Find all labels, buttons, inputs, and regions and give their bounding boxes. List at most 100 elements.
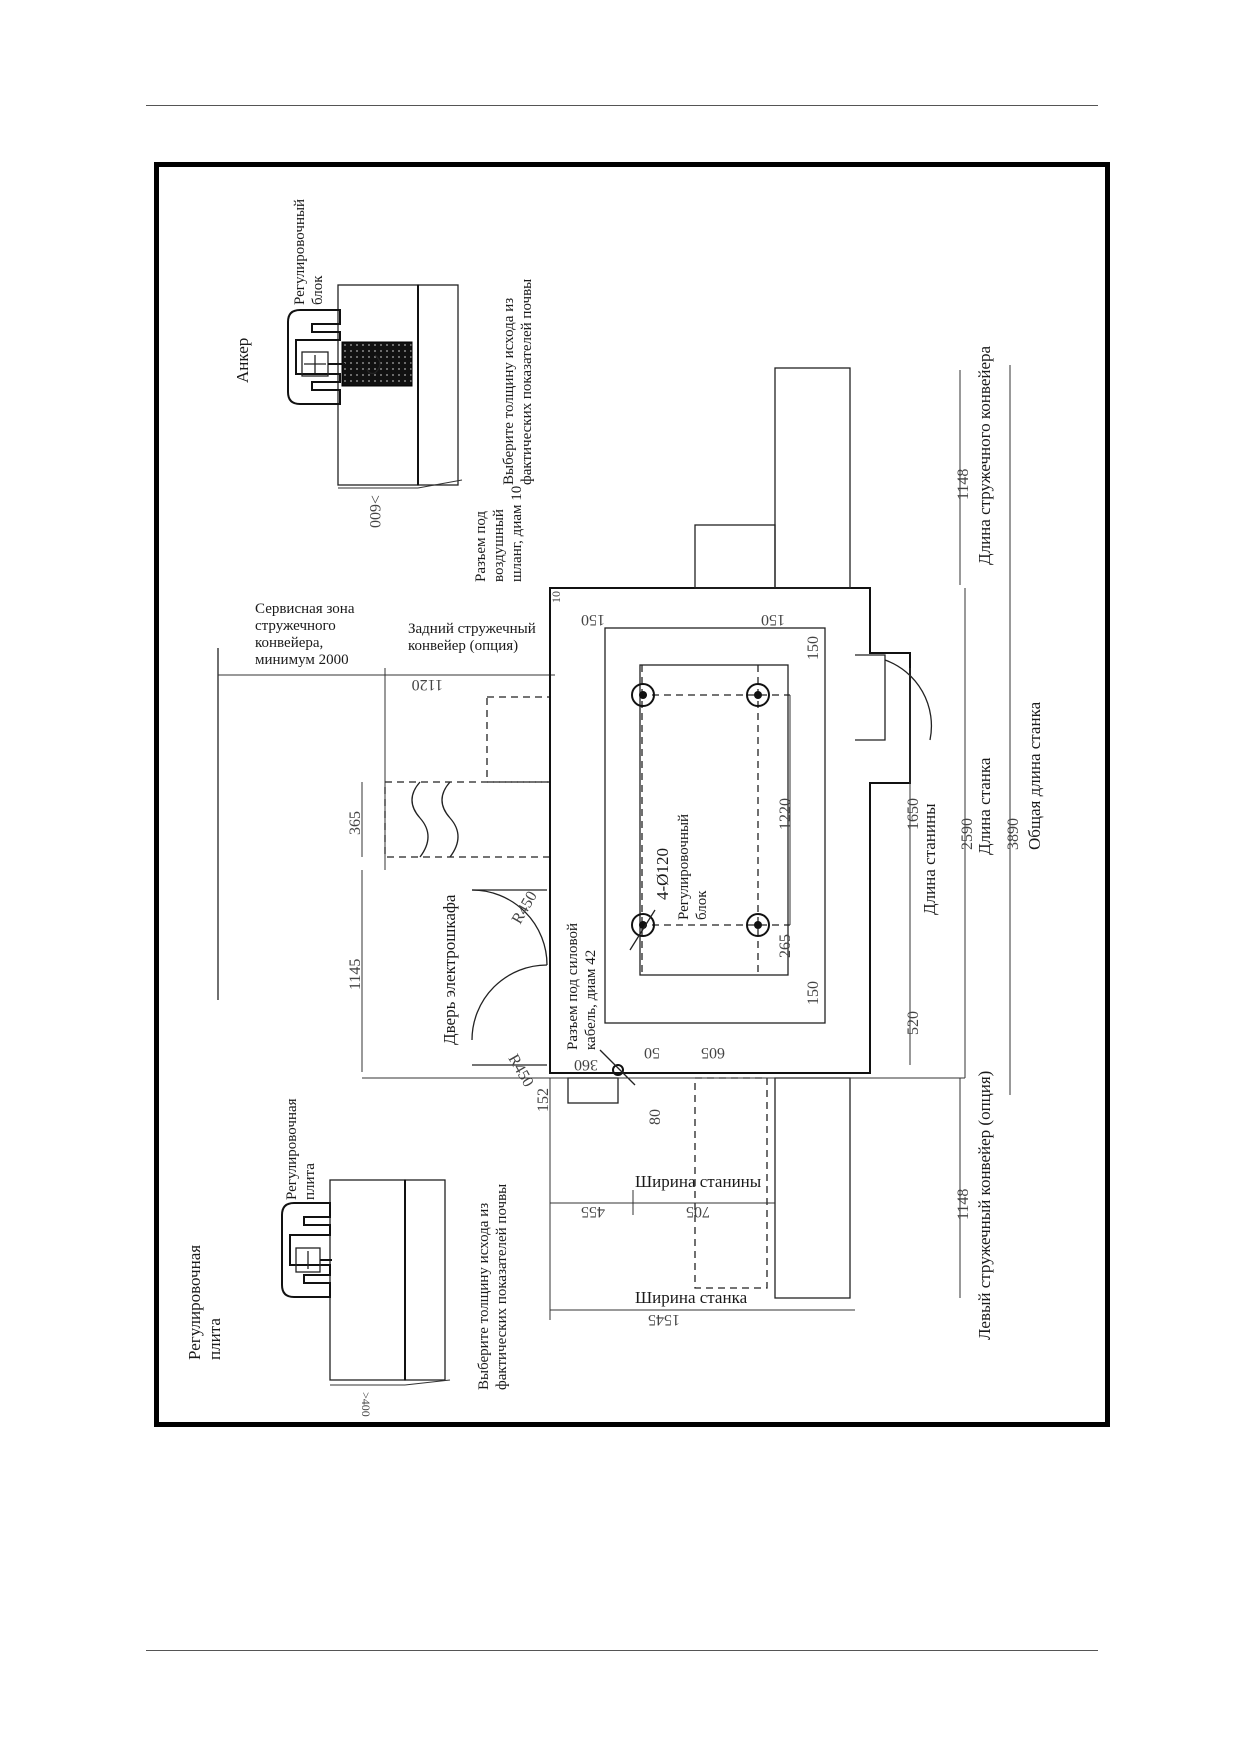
side-door-frame <box>855 654 886 741</box>
anchor-hole <box>631 913 655 937</box>
block-outline <box>639 664 789 976</box>
side-door-arc <box>884 659 933 741</box>
plate-detail <box>281 1179 451 1386</box>
dim-50: 50 <box>644 1044 660 1061</box>
dim-1120: 1120 <box>412 676 443 693</box>
dim-152: 152 <box>535 1088 552 1112</box>
cabinet-door-label: Дверь электрошкафа <box>440 894 459 1045</box>
dim-1148-top: 1148 <box>955 469 972 500</box>
anchor-holes <box>631 683 770 937</box>
adjusting-plate-small-line2: плита <box>302 1163 318 1200</box>
top-conveyor-body <box>774 367 851 589</box>
anchor-hole-center <box>639 691 647 699</box>
holes-label: 4-Ø120 <box>653 848 672 900</box>
anchor-label: Анкер <box>233 338 252 383</box>
conveyor-length-label: Длина стружечного конвейера <box>975 345 994 565</box>
choose-thickness-top-line1: Выберите толщину исхода из <box>501 298 517 485</box>
dim-150-d: 150 <box>805 981 822 1005</box>
service-zone-line2: стружечного <box>255 618 336 634</box>
top-conveyor-hopper <box>694 524 776 589</box>
adjusting-plate-side-label: Регулировочная плита <box>185 1241 224 1360</box>
anchor-hole <box>631 683 655 707</box>
service-zone-label: Сервисная зона стружечного конвейера, ми… <box>255 601 358 668</box>
dim-1650: 1650 <box>905 798 922 830</box>
dim-520: 520 <box>905 1011 922 1035</box>
anchor-hole-center <box>754 691 762 699</box>
adjusting-plate-side-line1: Регулировочная <box>185 1245 204 1360</box>
choose-thickness-bottom-line2: фактических показателей почвы <box>494 1184 510 1390</box>
dim-600: >600 <box>366 495 383 528</box>
dim-1220: 1220 <box>777 798 794 830</box>
dim-150-b: 150 <box>761 611 785 628</box>
dim-r450a: R450 <box>509 888 541 927</box>
dim-365: 365 <box>347 811 364 835</box>
dim-1545: 1545 <box>648 1311 680 1328</box>
power-connector-line2: кабель, диам 42 <box>583 950 599 1050</box>
bed-outline <box>604 627 826 1024</box>
header-rule <box>146 105 1098 106</box>
power-connector-label: Разъем под силовой кабель, диам 42 <box>565 919 599 1050</box>
choose-thickness-top-line2: фактических показателей почвы <box>519 279 535 485</box>
adjusting-plate-small-label: Регулировочная плита <box>284 1095 318 1200</box>
rear-conveyor-label: Задний стружечный конвейер (опция) <box>408 621 540 654</box>
bed-width-label: Ширина станины <box>635 1172 762 1191</box>
power-connector-line1: Разъем под силовой <box>565 923 581 1050</box>
dim-150-a: 150 <box>581 611 605 628</box>
rear-conveyor-line2: конвейер (опция) <box>408 638 518 654</box>
adjusting-block-top-line1: Регулировочный <box>292 199 308 305</box>
anchor-detail <box>287 284 463 489</box>
left-conveyor-label: Левый стружечный конвейер (опция) <box>975 1071 994 1340</box>
adjusting-block-center-label: Регулировочный блок <box>676 810 710 920</box>
dim-2590: 2590 <box>959 818 976 850</box>
air-connector-label: Разъем под воздушный шланг, диам 10 <box>473 486 525 582</box>
service-zone-line4: минимум 2000 <box>255 652 349 668</box>
dim-1145: 1145 <box>347 959 364 990</box>
adjusting-block-center-line2: блок <box>694 890 710 920</box>
choose-thickness-bottom-label: Выберите толщину исхода из фактических п… <box>476 1184 510 1390</box>
bed-length-label: Длина станины <box>920 803 939 915</box>
choose-thickness-bottom-line1: Выберите толщину исхода из <box>476 1203 492 1390</box>
power-connector-mark <box>612 1064 624 1076</box>
power-box <box>567 1077 619 1104</box>
dim-3890: 3890 <box>1005 818 1022 850</box>
dim-265: 265 <box>777 934 794 958</box>
dim-400: >400 <box>359 1392 373 1417</box>
air-connector-line2: воздушный <box>491 509 507 582</box>
adjusting-plate-side-line2: плита <box>205 1318 224 1360</box>
dim-150-c: 150 <box>805 636 822 660</box>
rear-conveyor-hopper <box>486 696 551 783</box>
dim-r450b: R450 <box>505 1052 537 1091</box>
machine-width-label: Ширина станка <box>635 1288 748 1307</box>
choose-thickness-top-label: Выберите толщину исхода из фактических п… <box>501 279 535 485</box>
door-arc-2 <box>471 964 548 1041</box>
anchor-hole <box>746 683 770 707</box>
anchor-hole-center <box>754 921 762 929</box>
dim-10: 10 <box>549 591 563 603</box>
dim-455: 455 <box>581 1203 605 1220</box>
dim-360: 360 <box>574 1056 598 1073</box>
holes-leader <box>629 909 656 951</box>
adjusting-plate-small-line1: Регулировочная <box>284 1098 300 1200</box>
machine-outline <box>549 587 911 1074</box>
total-length-label: Общая длина станка <box>1025 701 1044 850</box>
footer-rule <box>146 1650 1098 1651</box>
break-line-1 <box>411 781 429 858</box>
dim-80: 80 <box>647 1109 664 1125</box>
dim-605: 605 <box>701 1044 725 1061</box>
adjusting-block-center-line1: Регулировочный <box>676 814 692 920</box>
rear-conveyor-outline <box>384 781 551 858</box>
door-arc-1 <box>471 889 548 966</box>
service-zone-line3: конвейера, <box>255 635 323 651</box>
dim-705: 705 <box>686 1203 710 1220</box>
service-zone-line1: Сервисная зона <box>255 601 355 617</box>
break-line-2 <box>441 781 459 858</box>
air-connector-line1: Разъем под <box>473 511 489 582</box>
rear-conveyor-line1: Задний стружечный <box>408 621 536 637</box>
dim-1148-bottom: 1148 <box>955 1189 972 1220</box>
machine-length-label: Длина станка <box>975 757 994 855</box>
adjusting-block-top-label: Регулировочный блок <box>292 195 326 305</box>
power-connector-leader <box>599 1049 636 1086</box>
left-conveyor-body <box>774 1077 851 1299</box>
anchor-hole <box>746 913 770 937</box>
